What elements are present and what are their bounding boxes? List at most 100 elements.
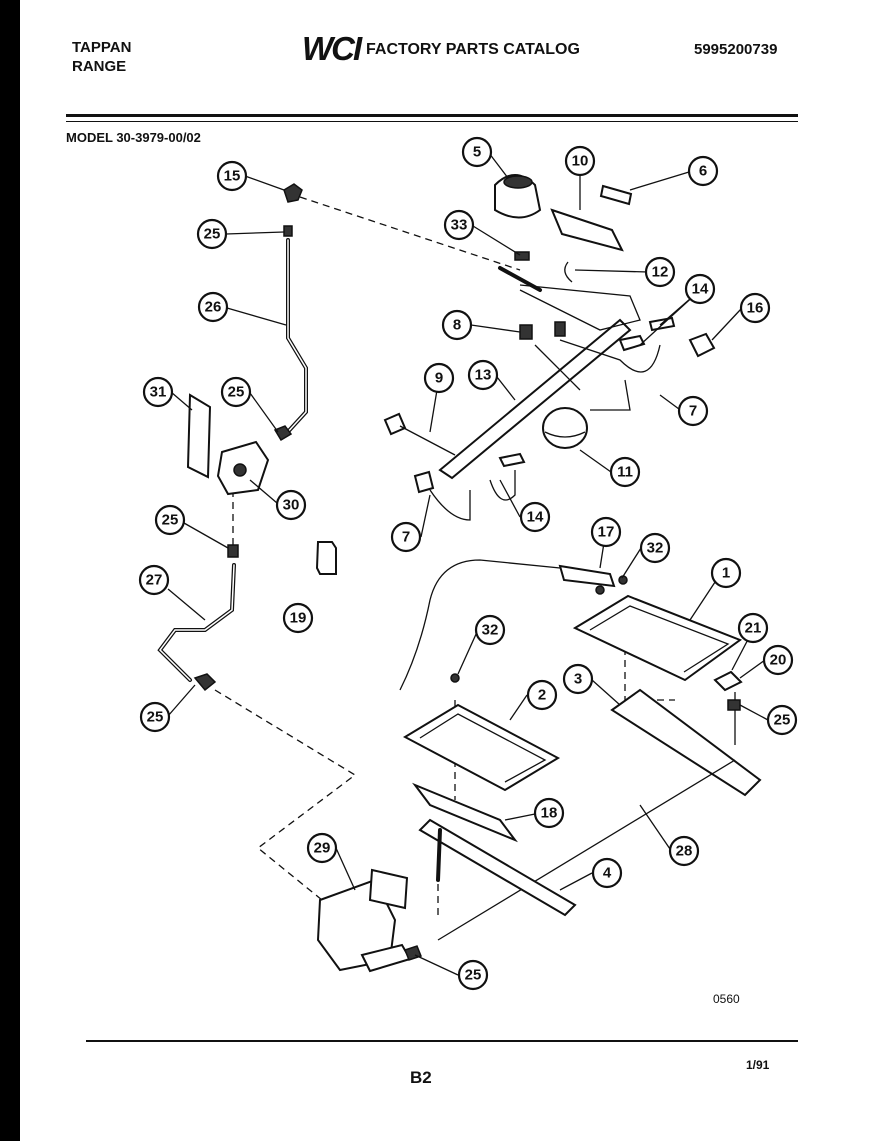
- part-2-burner-pan: [402, 703, 561, 792]
- callout-29: 29: [306, 832, 338, 864]
- part-6-clip: [599, 184, 633, 206]
- burner-top: [503, 175, 533, 189]
- callout-25: 25: [220, 376, 252, 408]
- callout-10: 10: [564, 145, 596, 177]
- valve-port: [233, 463, 247, 477]
- callout-13: 13: [467, 359, 499, 391]
- callout-25: 25: [766, 704, 798, 736]
- callout-5: 5: [461, 136, 493, 168]
- part-17-wire: [399, 559, 561, 691]
- part-7-wire: [429, 470, 516, 521]
- svg-text:29: 29: [314, 840, 331, 857]
- disc-edge: [544, 431, 586, 438]
- part-26-tube-highlight: [284, 239, 307, 436]
- pan-inner: [419, 713, 547, 783]
- svg-text:30: 30: [283, 497, 300, 514]
- catalog-title: FACTORY PARTS CATALOG: [366, 41, 580, 58]
- svg-text:12: 12: [652, 264, 669, 281]
- part-8-orifice: [519, 324, 533, 340]
- tube-segment: [498, 266, 542, 292]
- part-3-burner-tube: [610, 688, 762, 797]
- svg-text:17: 17: [598, 524, 615, 541]
- svg-text:8: 8: [453, 317, 461, 334]
- dashed-leader: [299, 196, 521, 271]
- part-25-nut: [283, 225, 293, 237]
- callout-20: 20: [762, 644, 794, 676]
- part-11-disc: [542, 407, 588, 449]
- callout-25: 25: [139, 701, 171, 733]
- callout-14: 14: [519, 501, 551, 533]
- tube-segment: [436, 828, 442, 882]
- part-1-burner-pan: [572, 594, 743, 682]
- callout-7: 7: [390, 521, 422, 553]
- callout-15: 15: [216, 160, 248, 192]
- part-20-valve: [713, 670, 743, 692]
- svg-text:20: 20: [770, 652, 787, 669]
- callout-25: 25: [457, 959, 489, 991]
- drawing-reference: 0560: [713, 992, 740, 1006]
- svg-text:26: 26: [205, 299, 222, 316]
- part-17-harness: [558, 564, 616, 588]
- svg-text:14: 14: [527, 509, 544, 526]
- part-15-fitting: [283, 183, 303, 203]
- svg-text:19: 19: [290, 610, 307, 627]
- svg-text:27: 27: [146, 572, 163, 589]
- svg-text:25: 25: [162, 512, 179, 529]
- callout-30: 30: [275, 489, 307, 521]
- svg-text:31: 31: [150, 384, 167, 401]
- svg-text:25: 25: [774, 712, 791, 729]
- part-25-nut: [404, 945, 422, 961]
- part-16-block: [688, 332, 716, 358]
- pan-inner: [589, 605, 730, 673]
- part-28-tube: [437, 759, 736, 941]
- catalog-number: 5995200739: [694, 41, 778, 58]
- page-code: B2: [410, 1068, 432, 1087]
- callout-1: 1: [710, 557, 742, 589]
- callout-32: 32: [474, 614, 506, 646]
- svg-text:32: 32: [647, 540, 664, 557]
- callout-19: 19: [282, 602, 314, 634]
- svg-text:13: 13: [475, 367, 492, 384]
- callout-2: 2: [526, 679, 558, 711]
- part-13-burner: [438, 318, 632, 480]
- svg-text:9: 9: [435, 370, 443, 387]
- callout-7: 7: [677, 395, 709, 427]
- callout-16: 16: [739, 292, 771, 324]
- svg-text:15: 15: [224, 168, 241, 185]
- leader-lines: [167, 152, 769, 976]
- part-10-bracket: [550, 208, 624, 252]
- brand-line-1: TAPPAN: [72, 39, 132, 56]
- part-25-nut: [727, 699, 741, 711]
- svg-text:14: 14: [692, 281, 709, 298]
- part-9-wire: [399, 425, 456, 456]
- svg-text:4: 4: [603, 865, 612, 882]
- svg-text:3: 3: [574, 671, 582, 688]
- date-code: 1/91: [746, 1058, 770, 1072]
- svg-text:25: 25: [147, 709, 164, 726]
- callout-9: 9: [423, 362, 455, 394]
- part-27-tube-highlight: [159, 564, 235, 681]
- brand-line-2: RANGE: [72, 58, 127, 75]
- part-14-electrode: [498, 452, 526, 468]
- header-rule-bottom: [66, 121, 798, 122]
- svg-text:28: 28: [676, 843, 693, 860]
- svg-text:11: 11: [617, 464, 633, 481]
- callout-21: 21: [737, 612, 769, 644]
- svg-text:1: 1: [722, 565, 730, 582]
- callout-27: 27: [138, 564, 170, 596]
- svg-text:25: 25: [204, 226, 221, 243]
- regulator-bracket: [368, 868, 409, 910]
- part-12-wire: [564, 261, 573, 283]
- svg-text:32: 32: [482, 622, 499, 639]
- svg-text:18: 18: [541, 805, 558, 822]
- part-13-tube: [519, 284, 641, 331]
- callout-14: 14: [684, 273, 716, 305]
- svg-text:25: 25: [228, 384, 245, 401]
- callout-28: 28: [668, 835, 700, 867]
- callout-12: 12: [644, 256, 676, 288]
- part-7-terminal: [413, 470, 435, 494]
- header-rule-top: [66, 114, 798, 117]
- svg-text:5: 5: [473, 144, 481, 161]
- callout-11: 11: [609, 456, 641, 488]
- callout-4: 4: [591, 857, 623, 889]
